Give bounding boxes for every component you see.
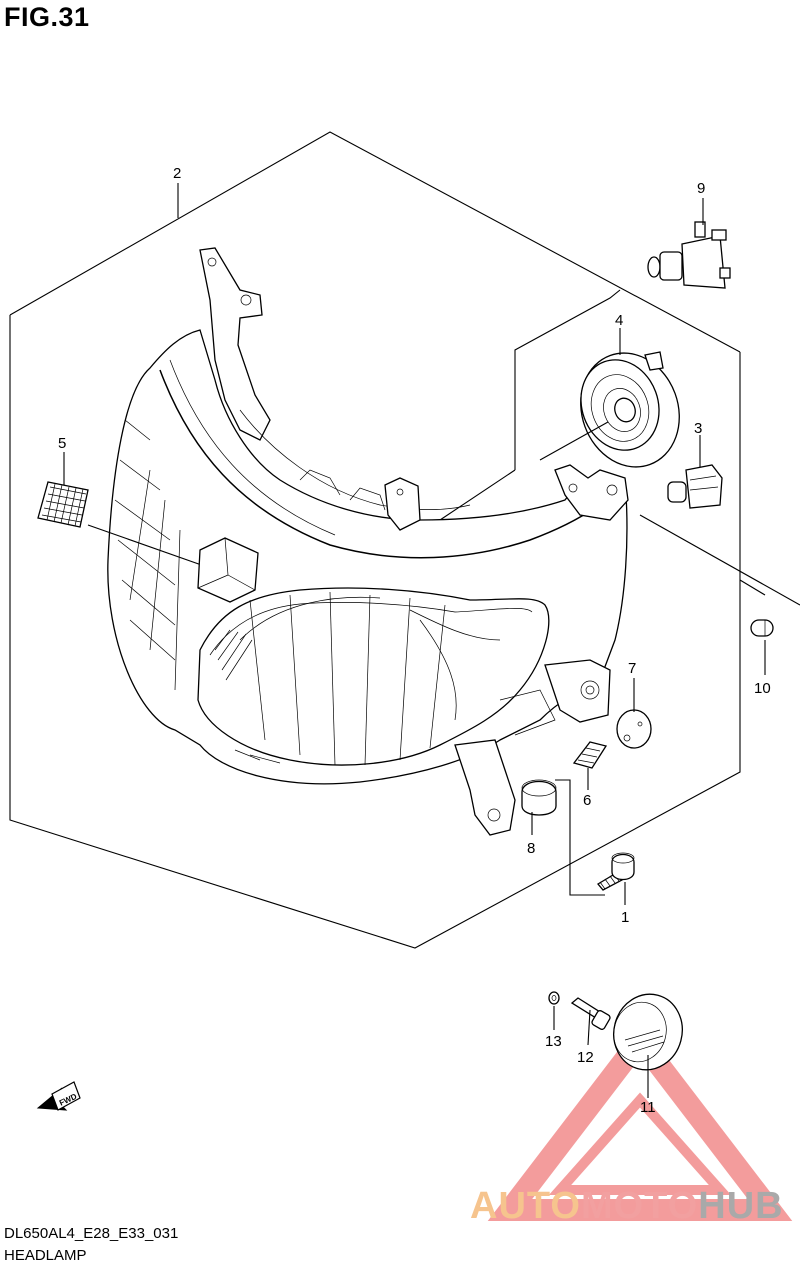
figure-name: HEADLAMP (4, 1247, 87, 1264)
part-7-grommet (616, 678, 652, 749)
part-1-screw (597, 852, 635, 905)
assembly-boundary (9, 131, 741, 949)
bulb-group-bracket (439, 289, 621, 521)
callout-1: 1 (621, 909, 629, 926)
watermark-triangle-logo (487, 1021, 793, 1221)
part-4-rubber-cap (539, 328, 680, 468)
part-6-reflector (572, 741, 608, 790)
headlamp-housing (107, 247, 629, 836)
callout-6: 6 (583, 792, 591, 809)
part-13-washer (548, 991, 560, 1030)
callout-9: 9 (697, 180, 705, 197)
part-11-lamp-lens (613, 993, 683, 1098)
watermark-part-auto: AUTO (470, 1185, 581, 1227)
part-5-mounted-block (197, 537, 259, 603)
callout-12: 12 (577, 1049, 594, 1066)
callout-13: 13 (545, 1033, 562, 1050)
callout-4: 4 (615, 312, 623, 329)
part-3-bulb-socket (667, 435, 723, 509)
callout-11: 11 (640, 1099, 656, 1116)
callout-10: 10 (754, 680, 771, 697)
part-8-damper (521, 779, 557, 835)
watermark-wordmark: AUTOMOTOHUB (470, 1185, 784, 1228)
callout-2: 2 (173, 165, 181, 182)
figure-title: FIG.31 (4, 2, 90, 32)
bolt-group-bracket (555, 779, 605, 896)
watermark-part-hub: HUB (698, 1185, 784, 1227)
part-12-bolt (570, 997, 611, 1046)
callout-5: 5 (58, 435, 66, 452)
callout-3: 3 (694, 420, 702, 437)
fwd-arrow-icon: FWD (36, 1081, 81, 1111)
position-lamp-leader (639, 514, 800, 606)
watermark-part-moto: MOTO (580, 1185, 699, 1227)
figure-code: DL650AL4_E28_E33_031 (4, 1225, 179, 1242)
part-10-position-bulb (750, 619, 774, 675)
callout-8: 8 (527, 840, 535, 857)
part-5-reflector (37, 452, 211, 569)
callout-7: 7 (628, 660, 636, 677)
part-9-headlamp-bulb (647, 198, 731, 289)
